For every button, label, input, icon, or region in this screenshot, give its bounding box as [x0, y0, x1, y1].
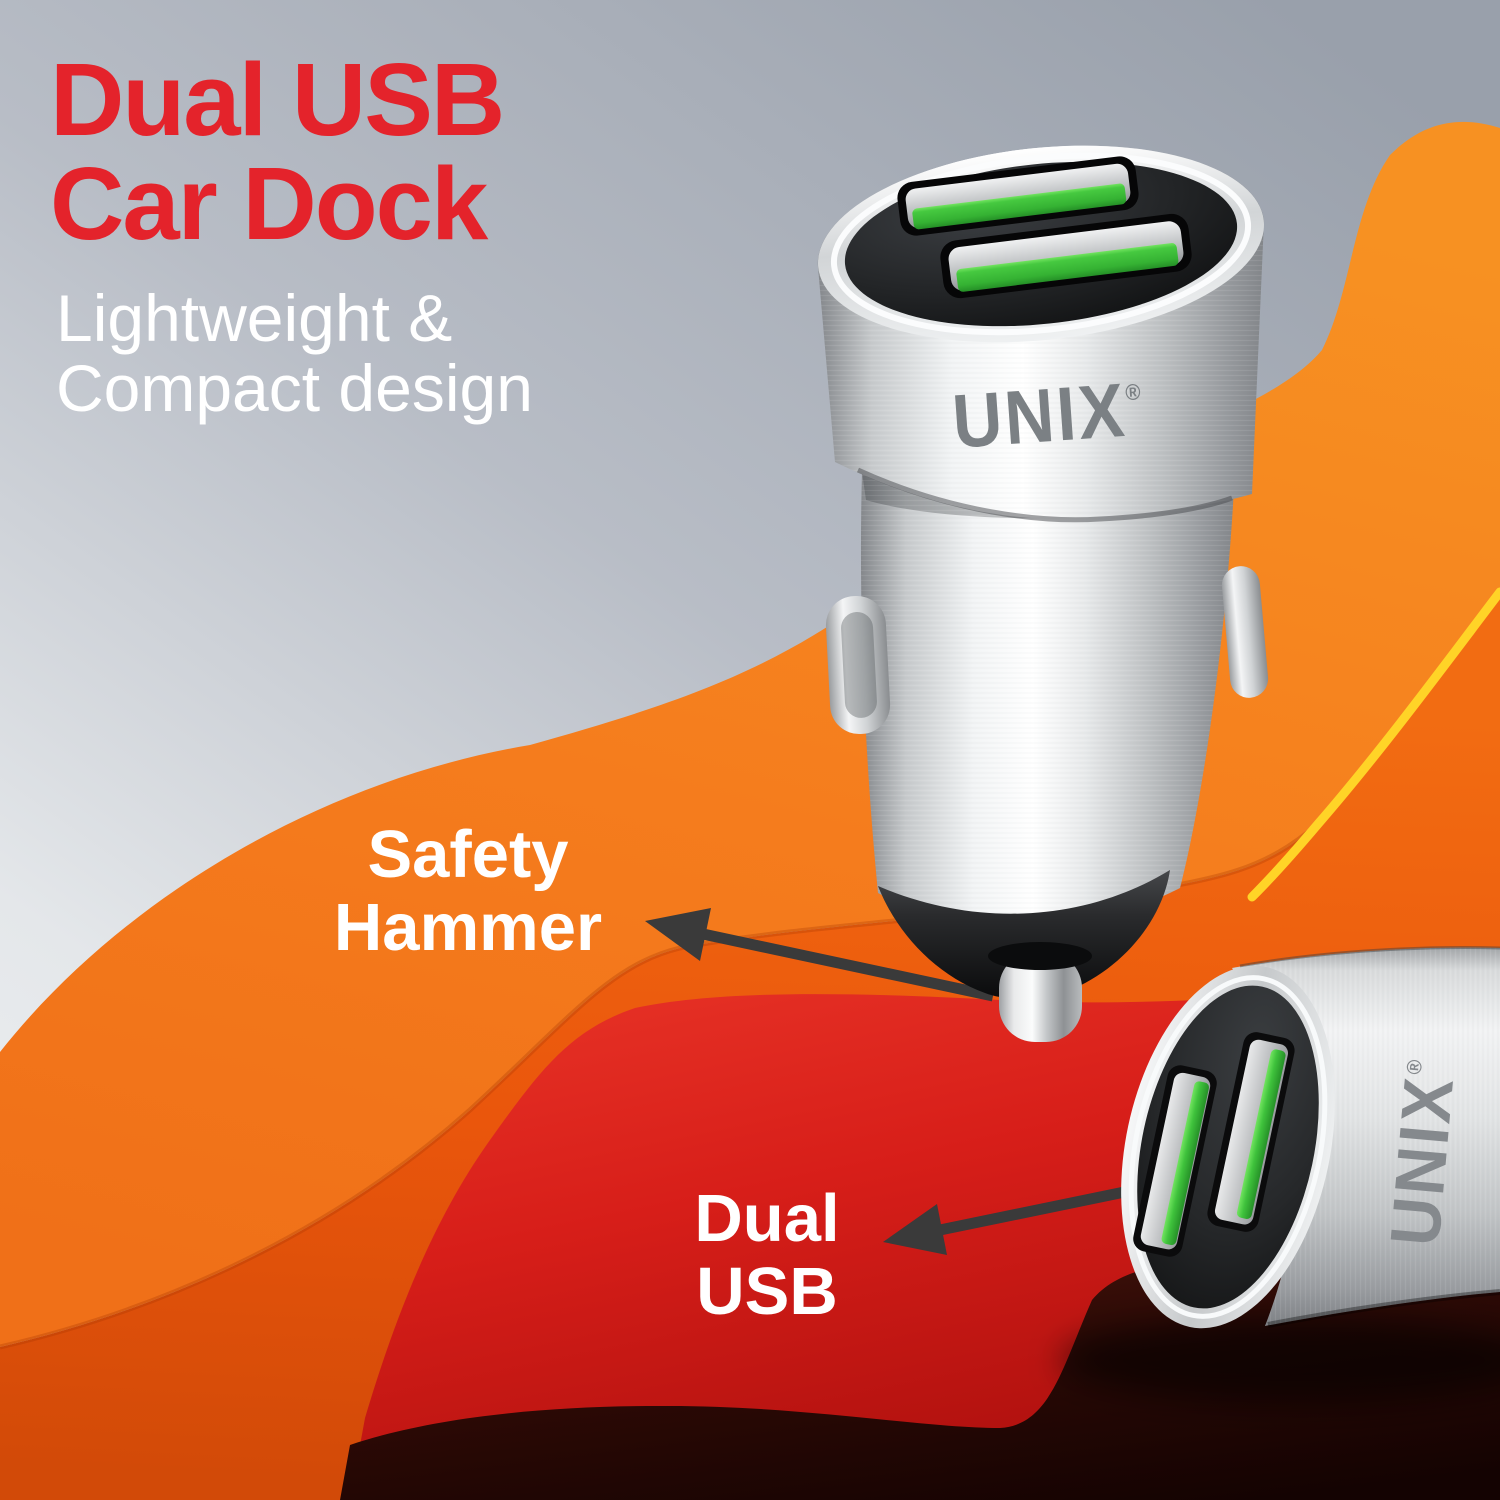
usb-port-1: [897, 156, 1139, 236]
usb-port-3: [1133, 1065, 1217, 1257]
charger2-bottom-shadow: [1267, 1289, 1500, 1328]
usb-port-2: [940, 213, 1192, 299]
charger-head-seam: [856, 467, 1233, 523]
charger-clip-left-inner: [841, 611, 877, 718]
wave-orange: [0, 121, 1500, 1348]
charger-neck-brush: [860, 468, 1235, 926]
charger-cone: [878, 870, 1170, 999]
registered-mark-icon: ®: [1124, 378, 1142, 406]
usb-tongue-3: [1161, 1081, 1209, 1245]
charger2-bevel: [1128, 975, 1328, 1319]
brand-name: UNIX: [1375, 1072, 1469, 1249]
car-charger-side: [1060, 946, 1500, 1402]
callout-dual-usb-label: Dual USB: [694, 1181, 840, 1330]
safety-hammer-pin: [999, 952, 1082, 1042]
wave-yellow-edge: [1247, 587, 1500, 902]
usb-tongue-1: [912, 183, 1127, 230]
charger-clip-left: [825, 596, 891, 734]
charger-top-bevel: [830, 152, 1252, 336]
usb-port-4: [1207, 1032, 1295, 1232]
safety-hammer-arrow-icon: [645, 908, 995, 1002]
charger2-shadow: [1060, 1318, 1500, 1402]
usb-tongue-2: [956, 243, 1179, 292]
charger2-top-seam: [1239, 946, 1500, 968]
brand-name: UNIX: [949, 367, 1130, 465]
charger-clip-right: [1221, 566, 1269, 698]
car-charger-main: [817, 145, 1269, 1042]
callout-safety-hammer-label: Safety Hammer: [333, 817, 603, 966]
registered-mark-icon: ®: [1402, 1058, 1428, 1076]
headline: Dual USB Car Dock: [50, 42, 505, 262]
usb-tongue-4: [1236, 1049, 1286, 1219]
pin-top-shadow: [988, 942, 1092, 970]
subheadline: Lightweight & Compact design: [56, 281, 533, 425]
